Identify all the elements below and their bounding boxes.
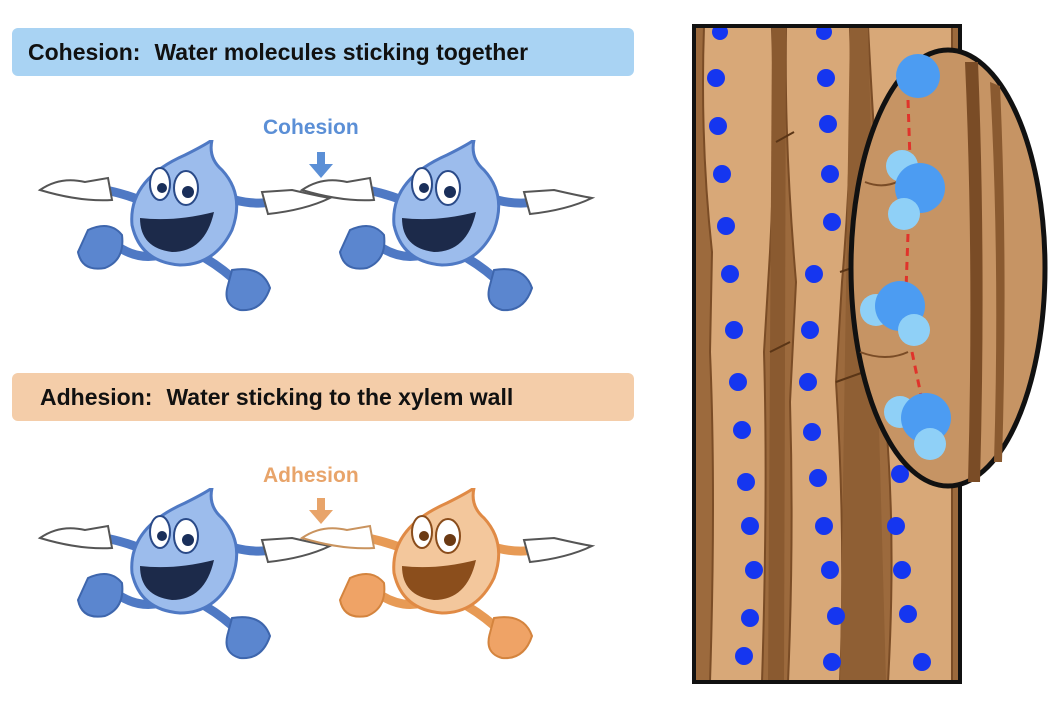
water-molecule-4 xyxy=(884,393,951,460)
adhesion-arrow-label: Adhesion xyxy=(263,464,359,487)
water-molecule-2 xyxy=(886,150,945,230)
water-molecule-1 xyxy=(896,54,940,98)
water-molecule-character-right xyxy=(299,140,596,312)
adhesion-term: Adhesion: xyxy=(40,383,153,410)
adhesion-down-arrow-icon xyxy=(309,498,333,524)
cohesion-banner: Cohesion: Water molecules sticking toget… xyxy=(12,28,634,76)
magnified-view xyxy=(848,47,1048,489)
water-molecule-character-left xyxy=(37,140,334,312)
water-molecule-3 xyxy=(860,281,930,346)
adhesion-banner: Adhesion: Water sticking to the xylem wa… xyxy=(12,373,634,421)
cohesion-illustration xyxy=(37,140,596,312)
adhesion-description: Water sticking to the xylem wall xyxy=(166,383,514,410)
cohesion-arrow-label: Cohesion xyxy=(263,116,359,139)
cohesion-down-arrow-icon xyxy=(309,152,333,178)
cohesion-term: Cohesion: xyxy=(28,38,141,65)
cohesion-description: Water molecules sticking together xyxy=(154,38,529,65)
adhesion-illustration xyxy=(37,488,596,660)
hydrogen-bonds xyxy=(904,99,924,401)
water-molecule-character xyxy=(37,488,334,660)
xylem-diagram xyxy=(692,24,1048,684)
water-dots xyxy=(707,26,931,671)
xylem-wall-character xyxy=(299,488,596,660)
